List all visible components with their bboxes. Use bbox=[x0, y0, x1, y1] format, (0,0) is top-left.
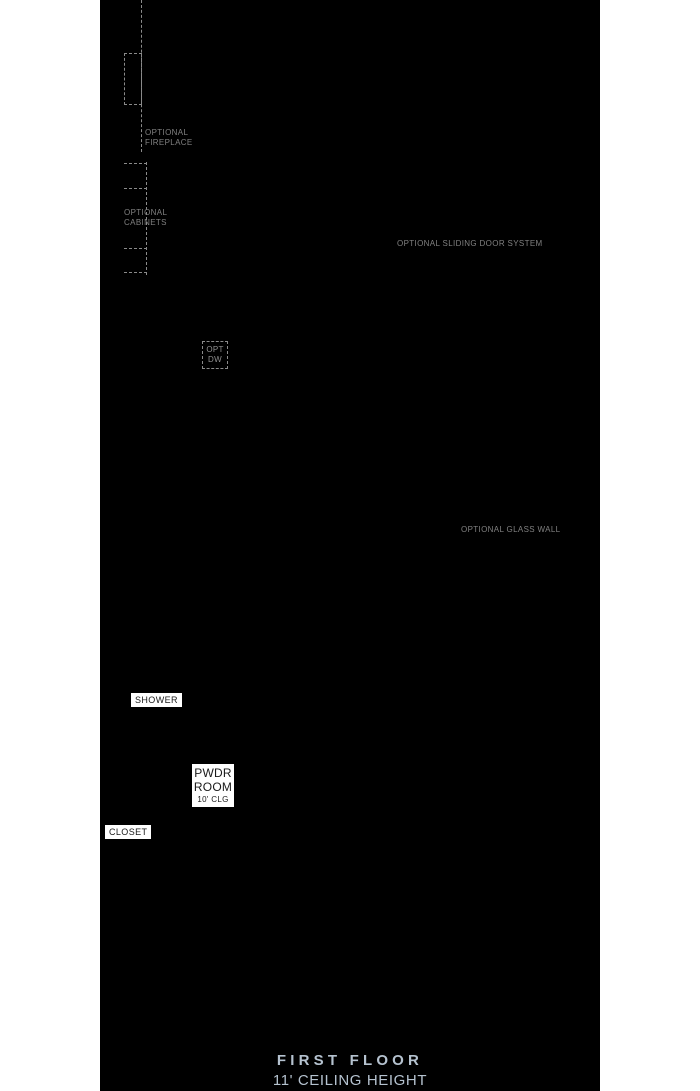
optional-fireplace-label: OPTIONAL FIREPLACE bbox=[145, 128, 193, 148]
powder-room-ceiling-height: 10' CLG bbox=[197, 795, 229, 804]
cabinet-shelf-line-1 bbox=[124, 163, 147, 164]
cabinet-shelf-line-2 bbox=[124, 188, 147, 189]
optional-dishwasher-outline: OPT DW bbox=[202, 341, 228, 369]
room-tag-shower: SHOWER bbox=[131, 693, 182, 707]
optional-fireplace-label-line1: OPTIONAL bbox=[145, 128, 189, 137]
optional-dishwasher-label-line1: OPT bbox=[206, 345, 224, 354]
optional-dishwasher-label-line2: DW bbox=[208, 355, 222, 364]
optional-sliding-door-system-label: OPTIONAL SLIDING DOOR SYSTEM bbox=[397, 239, 543, 248]
optional-fireplace-label-line2: FIREPLACE bbox=[145, 138, 193, 147]
floor-plan-panel: OPTIONAL FIREPLACE OPTIONAL CABINETS OPT… bbox=[100, 0, 600, 1091]
optional-fireplace-outline bbox=[124, 53, 142, 105]
optional-cabinets-label-line2: CABINETS bbox=[124, 218, 167, 227]
cabinets-wall-dashed-line bbox=[146, 162, 147, 275]
powder-room-line2: ROOM bbox=[193, 780, 233, 794]
plan-title-block: FIRST FLOOR 11' CEILING HEIGHT bbox=[100, 1051, 600, 1091]
plan-title-sub: 11' CEILING HEIGHT bbox=[272, 1072, 428, 1089]
optional-cabinets-label-line1: OPTIONAL bbox=[124, 208, 168, 217]
powder-room-line1: PWDR bbox=[194, 766, 232, 780]
optional-glass-wall-label: OPTIONAL GLASS WALL bbox=[461, 525, 561, 534]
cabinet-shelf-line-4 bbox=[124, 272, 147, 273]
cabinet-shelf-line-3 bbox=[124, 248, 147, 249]
room-tag-closet: CLOSET bbox=[105, 825, 152, 839]
plan-title-main: FIRST FLOOR bbox=[276, 1052, 424, 1069]
powder-room-block: PWDR ROOM 10' CLG bbox=[192, 764, 234, 807]
optional-cabinets-label: OPTIONAL CABINETS bbox=[124, 208, 167, 228]
